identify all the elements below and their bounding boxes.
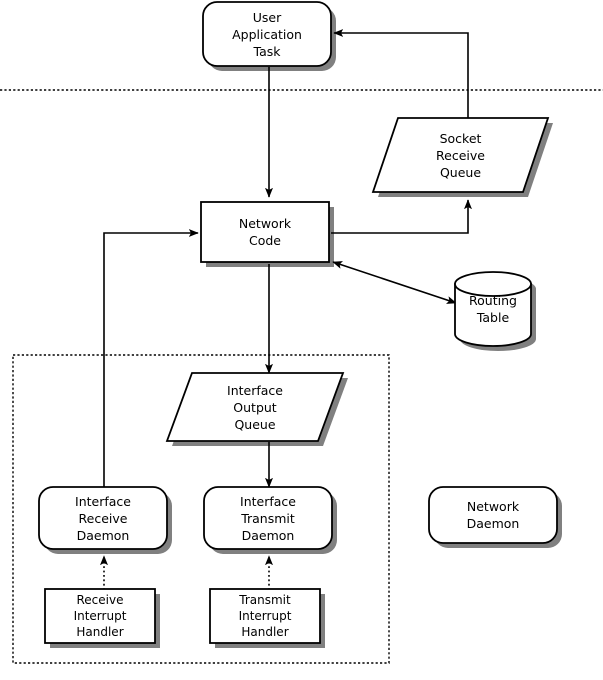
shape-routing-table[interactable] [454,271,532,347]
shape-transmit-interrupt-handler[interactable] [209,588,321,644]
shape-user-application-task[interactable] [202,1,332,67]
shape-interface-transmit-daemon[interactable] [203,486,333,550]
network-daemon-region-boundary [12,354,390,664]
connectors [100,29,472,590]
shape-network-code[interactable] [200,201,330,263]
edge-network-code-to-socket-receive-queue [331,199,472,234]
shape-interface-receive-daemon[interactable] [38,486,168,550]
node-shapes [38,1,558,644]
edge-network-code-routing-table [332,261,457,304]
shape-network-daemon[interactable] [428,486,558,544]
shape-socket-receive-queue[interactable] [371,117,550,193]
shape-interface-output-queue[interactable] [165,372,345,442]
edge-interface-receive-daemon-to-network-code [103,229,199,489]
edge-socket-receive-queue-to-user-app [333,29,469,120]
shape-receive-interrupt-handler[interactable] [44,588,156,644]
